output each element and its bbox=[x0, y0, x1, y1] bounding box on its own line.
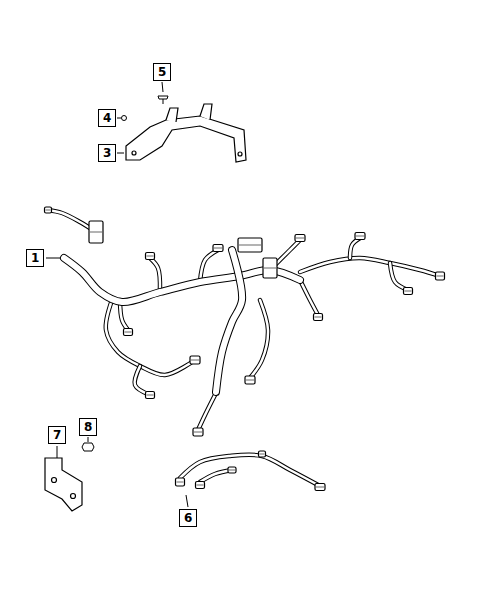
plug-detail bbox=[194, 432, 202, 433]
callout-box: 4 bbox=[98, 109, 116, 127]
connector-plug bbox=[436, 272, 445, 280]
connector-plug bbox=[245, 376, 255, 384]
connector-plug bbox=[89, 221, 103, 243]
connector-plug bbox=[45, 207, 52, 213]
callout-box: 7 bbox=[48, 426, 66, 444]
harness-tube-fill bbox=[300, 280, 318, 315]
connector-plug bbox=[295, 235, 305, 242]
callout-box: 8 bbox=[79, 418, 97, 436]
lower-bracket bbox=[45, 458, 82, 511]
harness-tube bbox=[64, 258, 300, 302]
plug-detail bbox=[214, 248, 222, 249]
plug-detail bbox=[90, 232, 102, 233]
connector-plug bbox=[404, 288, 413, 295]
harness-tube bbox=[135, 366, 150, 395]
callout-number: 4 bbox=[103, 111, 111, 125]
harness-tube bbox=[216, 250, 242, 392]
harness-tube-fill bbox=[390, 263, 408, 290]
callout-number: 7 bbox=[53, 428, 61, 442]
plug-detail bbox=[246, 380, 254, 381]
harness-tube-fill bbox=[216, 250, 242, 392]
plug-detail bbox=[125, 332, 132, 333]
callout-box: 1 bbox=[26, 249, 44, 267]
connector-plug bbox=[315, 484, 325, 491]
plug-detail bbox=[147, 395, 154, 396]
harness-tube bbox=[200, 470, 232, 482]
plug-detail bbox=[264, 268, 276, 269]
harness-tube-fill bbox=[135, 366, 150, 395]
harness-tube-fill bbox=[150, 258, 160, 290]
harness-tube bbox=[300, 258, 440, 276]
harness-tube-fill bbox=[250, 300, 268, 378]
connector-plug bbox=[213, 245, 223, 252]
plug-detail bbox=[177, 482, 184, 483]
plug-detail bbox=[405, 291, 412, 292]
harness-tube-fill bbox=[106, 300, 195, 375]
harness-tube-fill bbox=[350, 238, 360, 258]
connector-plug bbox=[238, 238, 262, 252]
plug-detail bbox=[239, 245, 261, 246]
harness-tube bbox=[390, 263, 408, 290]
plug-detail bbox=[316, 487, 324, 488]
connector-plug bbox=[263, 258, 277, 278]
callout-number: 8 bbox=[84, 420, 92, 434]
connector-plug bbox=[228, 467, 236, 473]
connector-plug bbox=[146, 392, 155, 399]
connector-plug bbox=[176, 478, 185, 486]
plug-detail bbox=[356, 236, 364, 237]
upper-bracket bbox=[126, 104, 246, 162]
callout-box: 5 bbox=[153, 63, 171, 81]
plug-detail bbox=[229, 470, 235, 471]
plug-detail bbox=[147, 256, 154, 257]
screw bbox=[158, 96, 168, 104]
harness-tube-fill bbox=[64, 258, 300, 302]
harness-tube-fill bbox=[200, 470, 232, 482]
harness-tube bbox=[350, 238, 360, 258]
connector-plug bbox=[146, 253, 155, 260]
harness-tube bbox=[300, 280, 318, 315]
harness-tube bbox=[198, 395, 215, 430]
clip bbox=[122, 116, 127, 121]
harness-tube bbox=[150, 258, 160, 290]
callout-number: 3 bbox=[103, 146, 111, 160]
connector-plug bbox=[259, 451, 266, 457]
harness-tube bbox=[106, 300, 195, 375]
sub-harness bbox=[176, 451, 326, 491]
harness-tube-fill bbox=[300, 258, 440, 276]
plug-detail bbox=[191, 360, 199, 361]
connector-plug bbox=[190, 356, 200, 364]
plug-detail bbox=[296, 238, 304, 239]
plug-detail bbox=[197, 485, 204, 486]
plug-detail bbox=[46, 210, 51, 211]
connector-plug bbox=[196, 482, 205, 489]
callout-number: 5 bbox=[158, 65, 166, 79]
callout-number: 1 bbox=[31, 251, 39, 265]
harness-tube bbox=[250, 300, 268, 378]
plug-detail bbox=[437, 276, 444, 277]
leader-lines bbox=[46, 82, 188, 507]
nut bbox=[82, 443, 94, 451]
harness-tube-fill bbox=[198, 395, 215, 430]
connector-plug bbox=[314, 314, 323, 321]
engine-wiring-harness bbox=[45, 207, 445, 436]
plug-detail bbox=[315, 317, 322, 318]
connector-plug bbox=[193, 428, 203, 436]
callout-box: 6 bbox=[179, 509, 197, 527]
connector-plug bbox=[355, 233, 365, 240]
callout-number: 6 bbox=[184, 511, 192, 525]
callout-box: 3 bbox=[98, 144, 116, 162]
plug-detail bbox=[260, 454, 265, 455]
connector-plug bbox=[124, 329, 133, 336]
